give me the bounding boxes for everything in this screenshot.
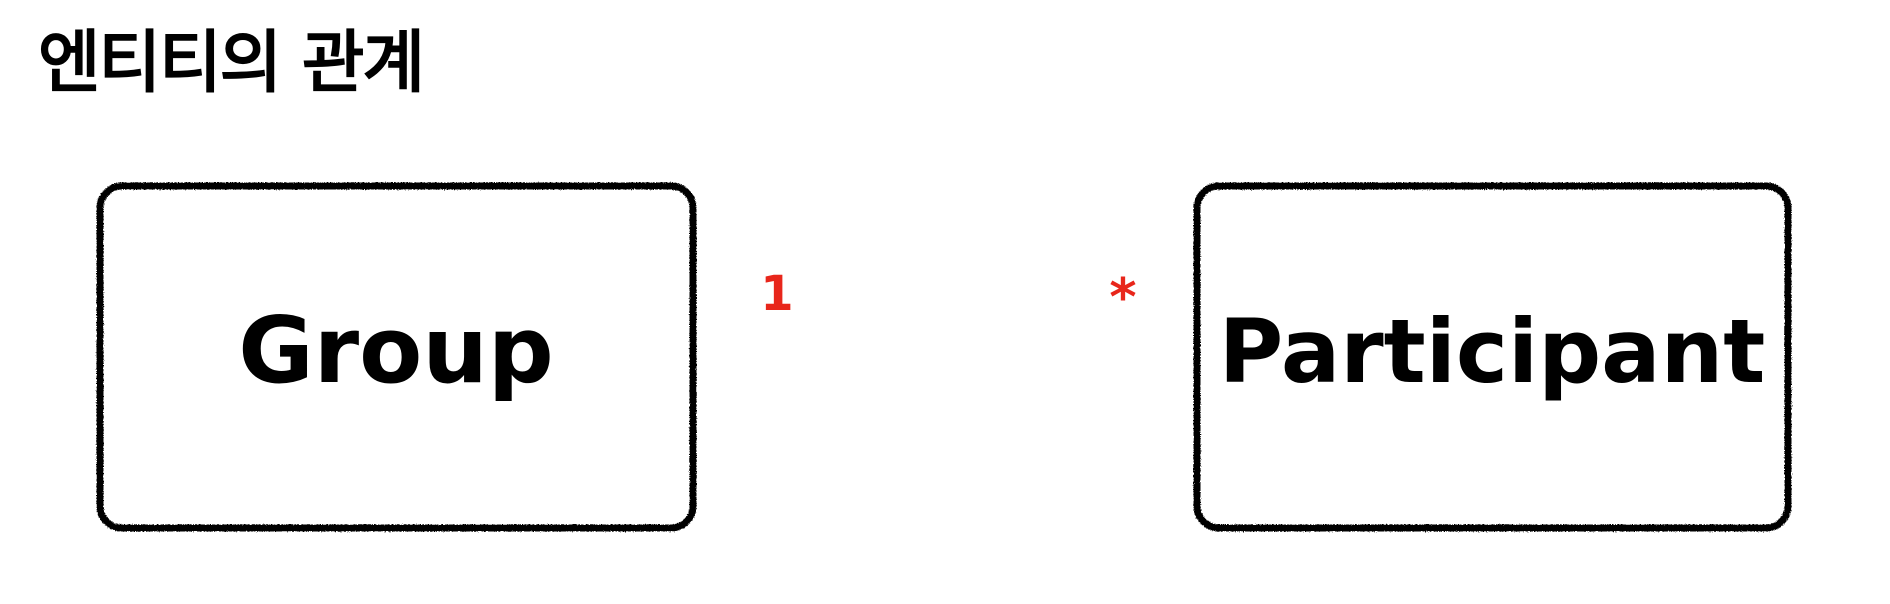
multiplicity-right: *: [1109, 268, 1136, 328]
multiplicity-left: 1: [760, 266, 793, 322]
entity-participant-box: [1193, 182, 1792, 532]
entity-participant: Participant: [1193, 182, 1792, 532]
entity-group: Group: [96, 182, 697, 532]
page-title: 엔티티의 관계: [38, 24, 425, 103]
entity-group-label: Group: [238, 297, 553, 404]
entity-participant-label: Participant: [1219, 300, 1766, 403]
